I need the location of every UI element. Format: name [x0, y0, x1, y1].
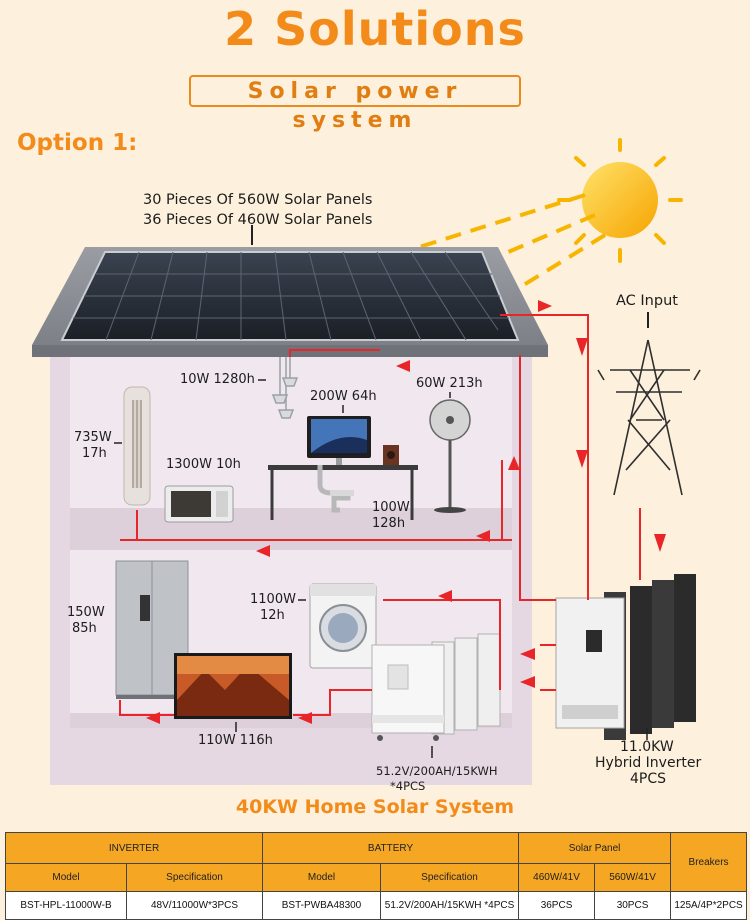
panels-label-560: 30 Pieces Of 560W Solar Panels: [143, 192, 373, 208]
sun-icon: [557, 138, 683, 263]
col-inverter-spec: Specification: [125, 863, 264, 892]
lamp-label: 10W 1280h: [180, 372, 255, 387]
cell-inverter-spec: 48V/11000W*3PCS: [125, 891, 264, 920]
television-icon: [174, 653, 292, 719]
col-panel-560: 560W/41V: [594, 863, 672, 892]
cell-inverter-model: BST-HPL-11000W-B: [5, 891, 127, 920]
solar-panel-array: [60, 251, 520, 341]
washing-machine-icon: [309, 583, 377, 669]
tower-fan-hours: 17h: [82, 446, 107, 461]
tower-fan-power: 735W: [74, 430, 112, 445]
cell-battery-spec: 51.2V/200AH/15KWH *4PCS: [380, 891, 520, 920]
speaker-hours: 128h: [372, 516, 406, 531]
battery-bank-icon: [371, 633, 501, 741]
battery-spec-label: 51.2V/200AH/15KWH: [376, 764, 498, 778]
group-solar-panel: Solar Panel: [518, 832, 672, 864]
table-group-row: INVERTER BATTERY Solar Panel Breakers: [4, 832, 748, 892]
computer-label: 200W 64h: [310, 389, 377, 404]
speaker-power: 100W: [372, 500, 410, 515]
washer-hours: 12h: [260, 608, 285, 623]
table-header-row: Model Specification Model Specification …: [5, 863, 747, 892]
standing-fan-icon: [429, 399, 471, 513]
inverter-type-label: Hybrid Inverter: [595, 755, 702, 771]
col-battery-model: Model: [262, 863, 382, 892]
pendant-lamp-icon: [271, 357, 299, 419]
cell-battery-model: BST-PWBA48300: [262, 891, 382, 920]
col-inverter-model: Model: [5, 863, 127, 892]
microwave-label: 1300W 10h: [166, 457, 241, 472]
power-tower-icon: [597, 339, 701, 496]
battery-qty-label: *4PCS: [390, 779, 426, 793]
fridge-hours: 85h: [72, 621, 97, 636]
group-breakers: Breakers: [670, 832, 748, 892]
col-battery-spec: Specification: [380, 863, 520, 892]
cell-panel-560: 30PCS: [594, 891, 672, 920]
fridge-power: 150W: [67, 605, 105, 620]
system-title: 40KW Home Solar System: [235, 796, 515, 818]
cell-panel-460: 36PCS: [518, 891, 596, 920]
spec-table: INVERTER BATTERY Solar Panel Breakers Mo…: [4, 832, 748, 920]
group-battery: BATTERY: [262, 832, 520, 864]
page-title: 2 Solutions: [224, 2, 526, 56]
subtitle-badge: Solar power system: [189, 75, 521, 133]
inverter-power-label: 11.0KW: [620, 739, 674, 755]
cell-breakers: 125A/4P*2PCS: [670, 891, 748, 920]
hybrid-inverter-icon: [555, 574, 696, 740]
panels-label-460: 36 Pieces Of 460W Solar Panels: [143, 212, 373, 228]
fan-label: 60W 213h: [416, 376, 483, 391]
flow-arrows: [146, 300, 666, 724]
option-heading: Option 1:: [17, 130, 138, 156]
col-panel-460: 460W/41V: [518, 863, 596, 892]
tower-fan-icon: [123, 386, 151, 506]
microwave-icon: [164, 485, 234, 523]
washer-power: 1100W: [250, 592, 296, 607]
inverter-qty-label: 4PCS: [630, 771, 667, 787]
ac-input-label: AC Input: [616, 293, 678, 309]
computer-desk-icon: [268, 416, 418, 520]
group-inverter: INVERTER: [4, 832, 264, 864]
table-row: BST-HPL-11000W-B 48V/11000W*3PCS BST-PWB…: [5, 891, 748, 920]
tv-label: 110W 116h: [198, 733, 273, 748]
solar-system-diagram: [32, 138, 701, 785]
